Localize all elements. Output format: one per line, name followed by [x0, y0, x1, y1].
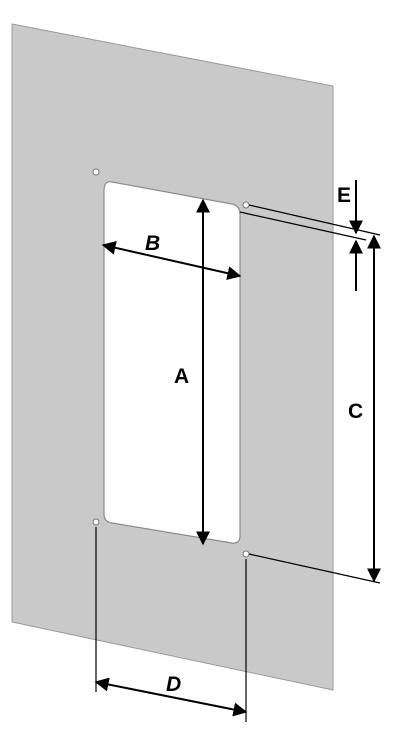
- extension-line-hole-bottom: [248, 553, 381, 584]
- dimension-label-d: D: [166, 673, 181, 696]
- rectangular-cutout: [103, 181, 241, 544]
- dimension-label-b: B: [145, 232, 160, 255]
- mounting-hole-top-right: [242, 201, 250, 209]
- mounting-hole-bottom-right: [242, 550, 250, 558]
- mounting-hole-top-left: [92, 168, 100, 176]
- dimension-label-c: C: [348, 400, 363, 423]
- extension-line-cutout-top: [239, 211, 367, 241]
- dimension-d-line: [94, 677, 248, 717]
- dimension-label-a: A: [174, 365, 189, 388]
- dimension-b-line: [101, 240, 242, 281]
- mounting-hole-bottom-left: [92, 518, 100, 526]
- dimension-label-e: E: [337, 184, 351, 207]
